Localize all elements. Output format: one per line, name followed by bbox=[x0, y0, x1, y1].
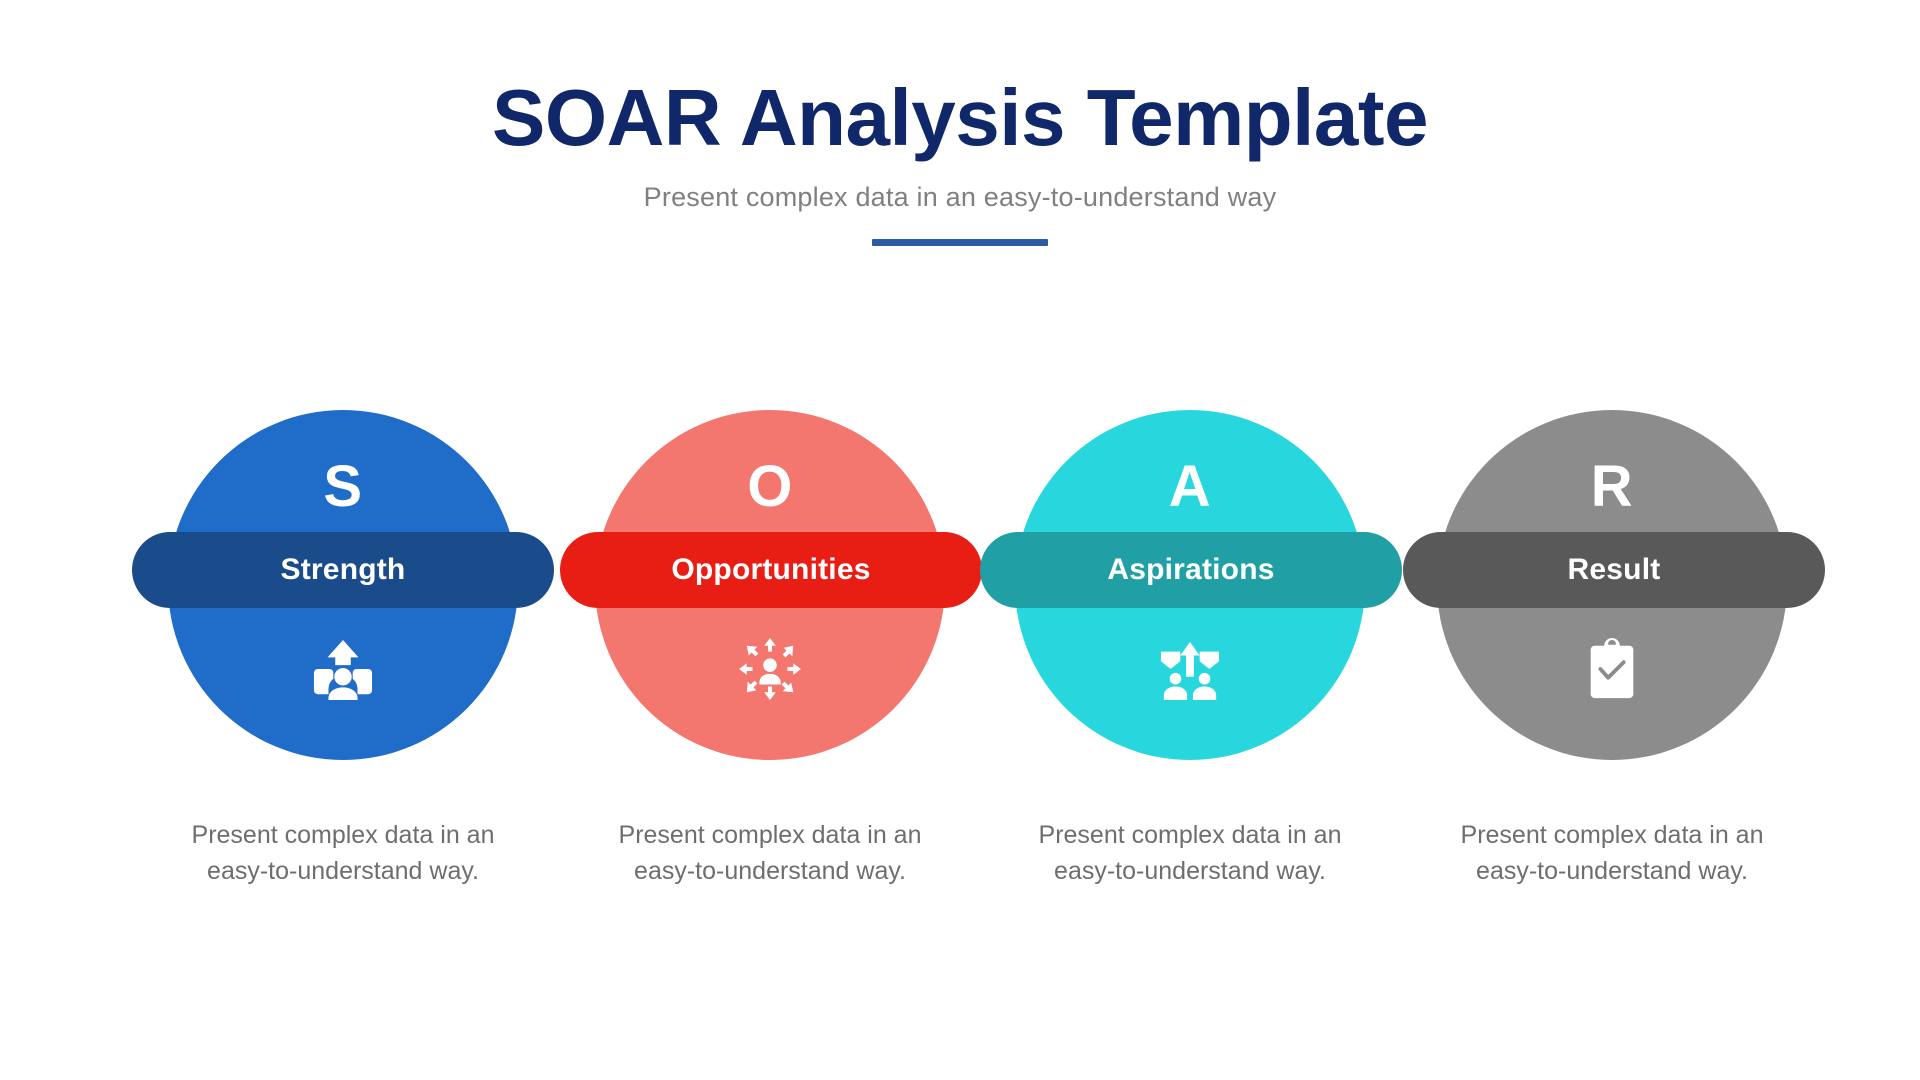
node-letter: R bbox=[1590, 454, 1634, 519]
page-title: SOAR Analysis Template bbox=[492, 73, 1428, 162]
caption-result: Present complex data in an easy-to-under… bbox=[1460, 821, 1764, 885]
node-band-label: Opportunities bbox=[671, 553, 871, 586]
header: SOAR Analysis Template Present complex d… bbox=[0, 0, 1920, 246]
clipboard-check-icon bbox=[1437, 638, 1787, 705]
people-converge-arrow-icon bbox=[1015, 638, 1365, 705]
page-subtitle: Present complex data in an easy-to-under… bbox=[643, 182, 1277, 212]
node-band-opportunities[interactable]: Opportunities bbox=[560, 532, 982, 608]
node-letter: A bbox=[1168, 454, 1212, 519]
node-letter: O bbox=[747, 454, 793, 519]
person-arrow-up-icon bbox=[168, 638, 518, 705]
caption-aspirations: Present complex data in an easy-to-under… bbox=[1038, 821, 1342, 885]
soar-diagram: S O bbox=[0, 410, 1920, 810]
node-band-label: Aspirations bbox=[1107, 553, 1275, 586]
caption-opportunities: Present complex data in an easy-to-under… bbox=[618, 821, 922, 885]
title-divider bbox=[872, 239, 1048, 246]
person-expand-arrows-icon bbox=[595, 638, 945, 705]
node-letter: S bbox=[323, 454, 363, 519]
node-band-result[interactable]: Result bbox=[1403, 532, 1825, 608]
node-band-label: Result bbox=[1567, 553, 1661, 586]
node-band-label: Strength bbox=[280, 553, 406, 586]
node-band-strength[interactable]: Strength bbox=[132, 532, 554, 608]
node-band-aspirations[interactable]: Aspirations bbox=[980, 532, 1402, 608]
caption-strength: Present complex data in an easy-to-under… bbox=[191, 821, 495, 885]
captions-row: Present complex data in an easy-to-under… bbox=[0, 818, 1920, 948]
